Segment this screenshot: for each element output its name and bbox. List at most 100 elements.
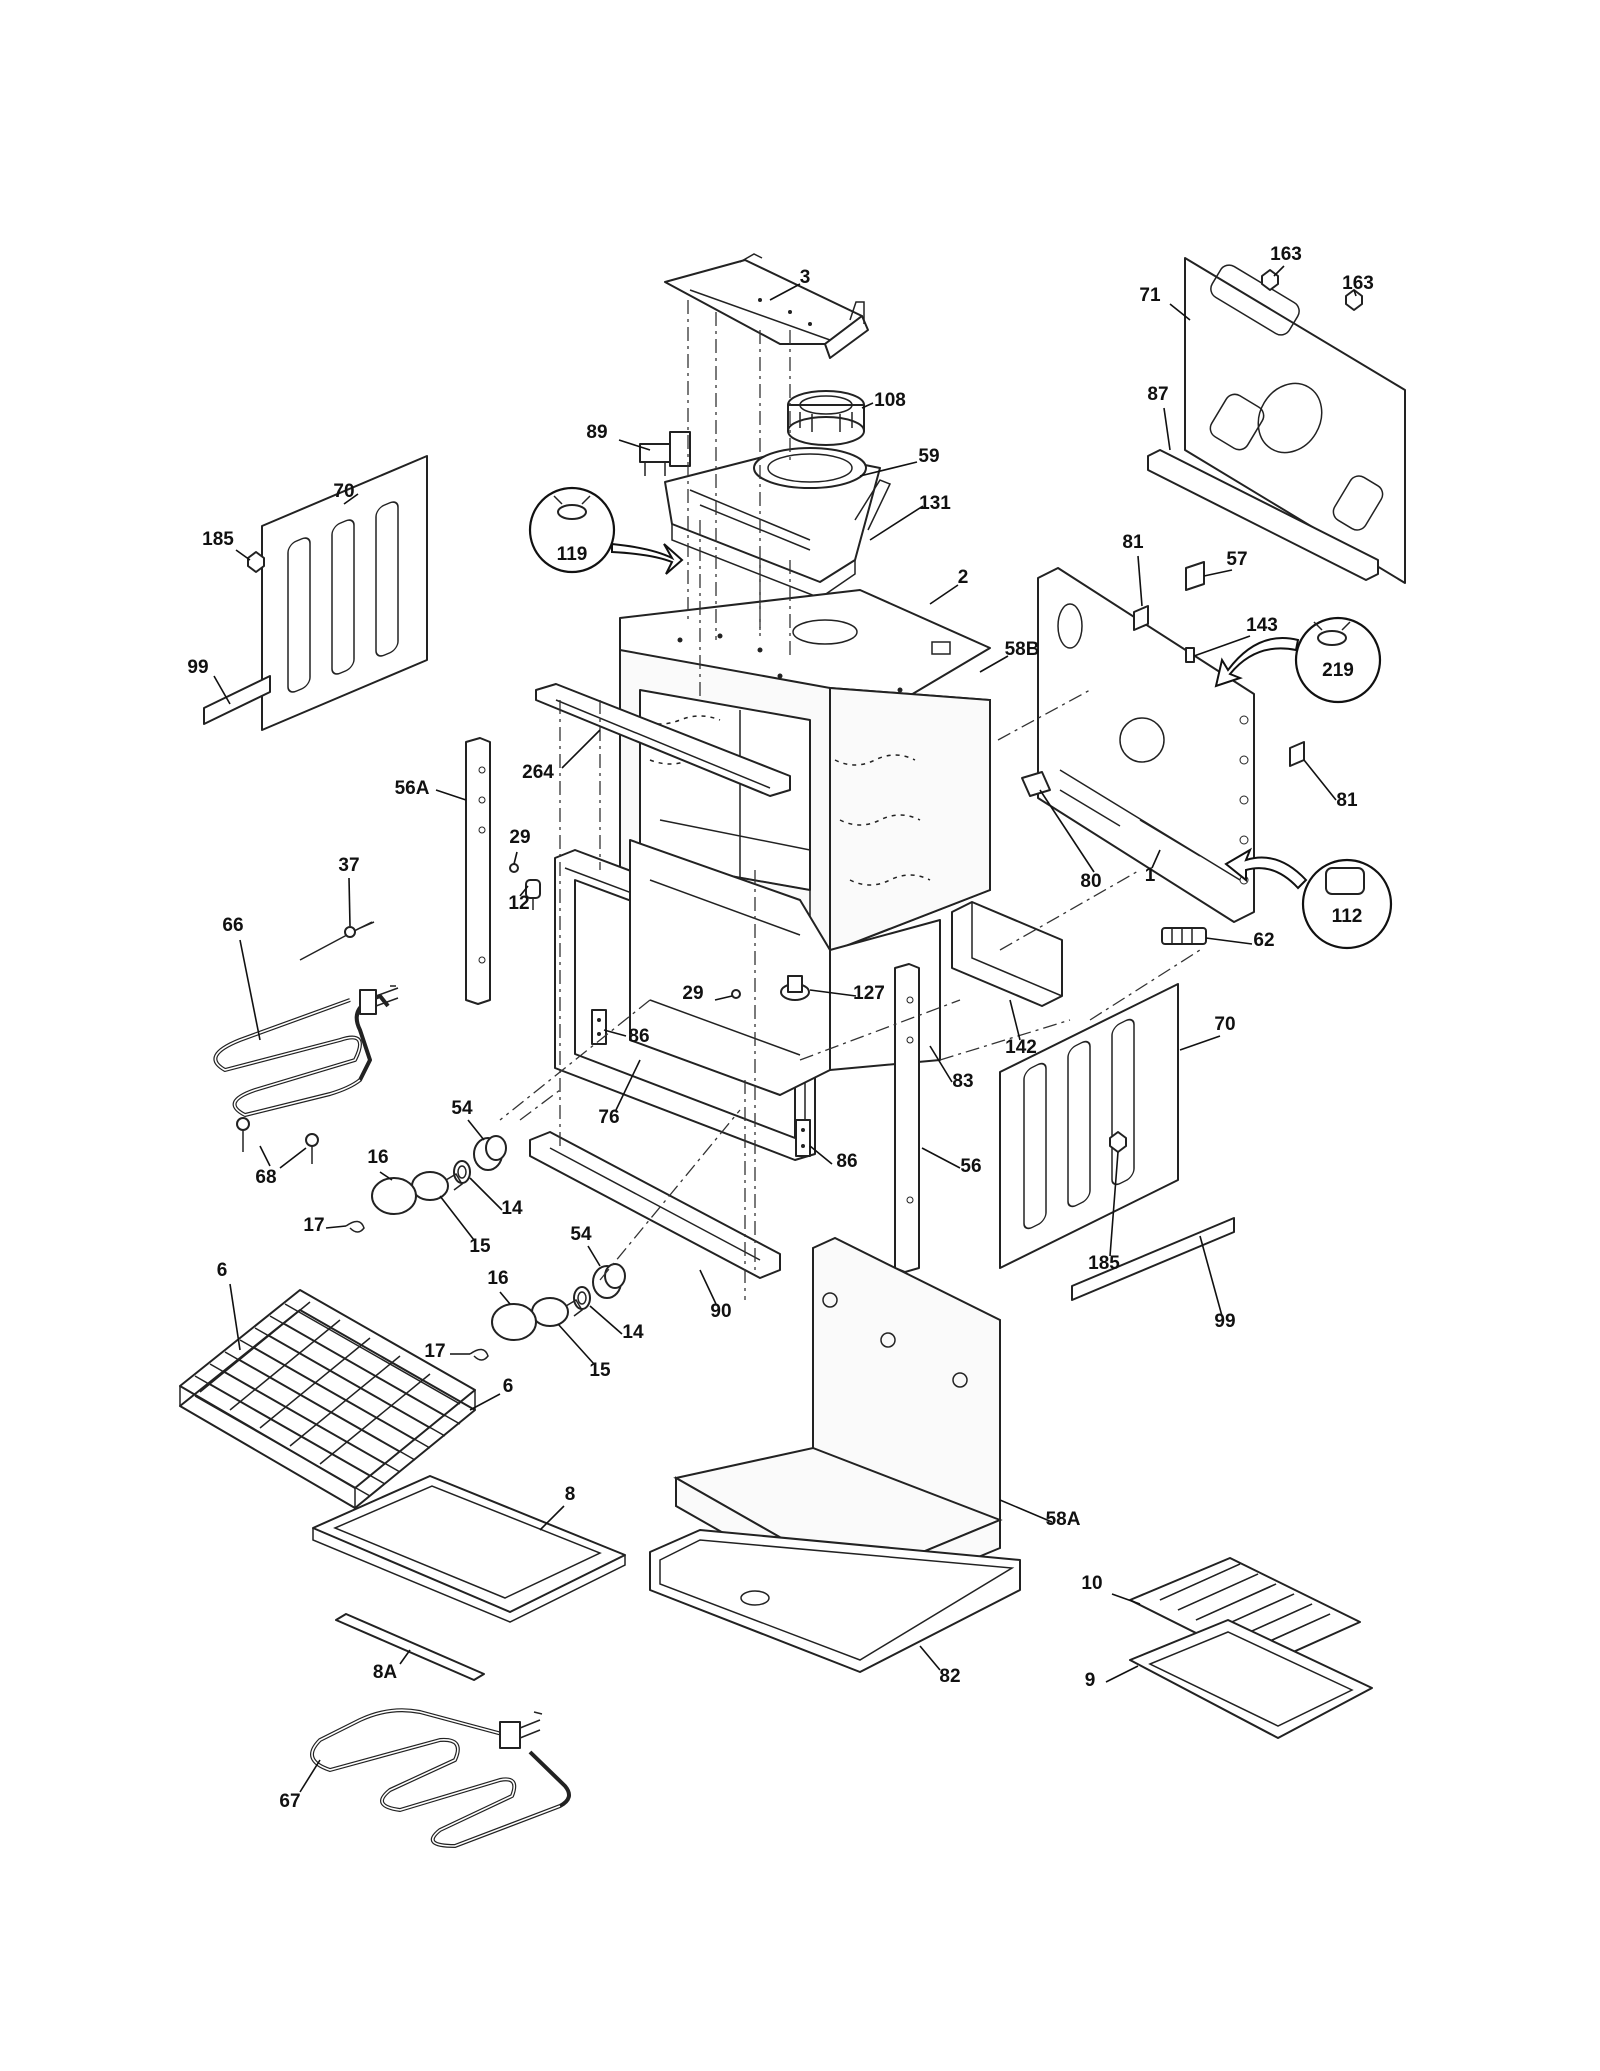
part-label-17: 17 bbox=[424, 1341, 445, 1362]
part-label-89: 89 bbox=[586, 422, 607, 443]
part-label-81: 81 bbox=[1122, 532, 1144, 553]
part-17-clip bbox=[469, 1348, 489, 1361]
part-label-59: 59 bbox=[918, 446, 939, 467]
leader-lines bbox=[213, 265, 1357, 1793]
part-label-14: 14 bbox=[622, 1322, 644, 1343]
part-6-oven-racks bbox=[179, 1289, 476, 1509]
part-56A-left-rail bbox=[465, 737, 491, 1005]
part-label-29: 29 bbox=[509, 827, 530, 848]
part-label-70: 70 bbox=[333, 481, 354, 502]
part-57-bracket bbox=[1185, 561, 1205, 591]
part-label-264: 264 bbox=[522, 762, 554, 783]
part-label-108: 108 bbox=[874, 390, 906, 411]
part-142-trim bbox=[951, 901, 1063, 1007]
part-8-drawer-front bbox=[312, 1475, 626, 1623]
part-81-bracket-top bbox=[1133, 605, 1149, 631]
part-label-99: 99 bbox=[187, 657, 208, 678]
part-label-66: 66 bbox=[222, 915, 243, 936]
part-label-58B: 58B bbox=[1005, 639, 1040, 660]
part-label-76: 76 bbox=[598, 1107, 619, 1128]
part-label-219: 219 bbox=[1322, 660, 1354, 681]
part-1-back-panel bbox=[1037, 567, 1255, 923]
part-10-broil-grid bbox=[1129, 1557, 1361, 1667]
part-label-15: 15 bbox=[589, 1360, 611, 1381]
part-29-screw-top bbox=[509, 863, 519, 873]
part-label-16: 16 bbox=[487, 1268, 508, 1289]
callout-219-thermal-switch bbox=[1214, 616, 1382, 704]
part-label-86: 86 bbox=[628, 1026, 649, 1047]
part-9-broil-pan bbox=[1129, 1619, 1373, 1739]
part-label-119: 119 bbox=[557, 544, 588, 565]
part-163-nut-left bbox=[1261, 269, 1279, 291]
part-label-56A: 56A bbox=[395, 778, 430, 799]
callout-119-thermal-switch bbox=[528, 486, 684, 575]
part-14-gasket bbox=[573, 1286, 591, 1310]
part-108-fan bbox=[787, 390, 865, 446]
part-29-screw-bottom bbox=[731, 989, 741, 999]
part-label-58A: 58A bbox=[1046, 1509, 1081, 1530]
part-label-143: 143 bbox=[1246, 615, 1278, 636]
part-label-14: 14 bbox=[501, 1198, 523, 1219]
part-99-rail-right bbox=[1071, 1217, 1235, 1301]
part-label-37: 37 bbox=[338, 855, 359, 876]
part-label-8: 8 bbox=[565, 1484, 576, 1505]
part-label-86: 86 bbox=[836, 1151, 857, 1172]
part-70-side-panel-right bbox=[999, 983, 1179, 1269]
part-81-bracket-right bbox=[1289, 741, 1305, 767]
part-127-light-socket bbox=[780, 975, 810, 1001]
part-label-99: 99 bbox=[1214, 1311, 1235, 1332]
part-label-67: 67 bbox=[279, 1791, 300, 1812]
part-82-bottom-pan bbox=[649, 1529, 1021, 1673]
part-185-nut-right bbox=[1109, 1131, 1127, 1153]
callout-112-connector bbox=[1224, 847, 1393, 950]
part-label-2: 2 bbox=[958, 567, 969, 588]
part-label-83: 83 bbox=[952, 1071, 973, 1092]
part-label-185: 185 bbox=[1088, 1253, 1120, 1274]
part-label-81: 81 bbox=[1336, 790, 1358, 811]
part-label-17: 17 bbox=[303, 1215, 324, 1236]
part-54-lamp-socket bbox=[592, 1263, 626, 1299]
part-label-70: 70 bbox=[1214, 1014, 1235, 1035]
part-68-screws bbox=[236, 1117, 319, 1164]
part-86-hinge-right bbox=[795, 1119, 811, 1157]
part-label-80: 80 bbox=[1080, 871, 1101, 892]
part-label-54: 54 bbox=[570, 1224, 592, 1245]
part-86-hinge-left bbox=[591, 1009, 607, 1045]
part-99-rail-left bbox=[203, 675, 271, 725]
part-185-nut-left bbox=[247, 551, 265, 573]
part-label-1: 1 bbox=[1145, 865, 1156, 886]
part-label-54: 54 bbox=[451, 1098, 473, 1119]
part-label-71: 71 bbox=[1139, 285, 1161, 306]
part-67-bake-element bbox=[310, 1708, 571, 1848]
part-70-side-panel-left bbox=[261, 455, 428, 731]
part-66-broil-element bbox=[213, 985, 399, 1117]
light-assembly-upper bbox=[345, 1135, 507, 1233]
part-59-blower-housing bbox=[664, 447, 892, 599]
part-label-8A: 8A bbox=[373, 1662, 398, 1683]
part-label-10: 10 bbox=[1081, 1573, 1102, 1594]
part-label-56: 56 bbox=[960, 1156, 981, 1177]
part-16-lens-cover bbox=[491, 1303, 537, 1341]
part-label-142: 142 bbox=[1005, 1037, 1037, 1058]
part-label-16: 16 bbox=[367, 1147, 388, 1168]
part-90-bottom-trim bbox=[529, 1131, 781, 1279]
part-14-gasket bbox=[453, 1160, 471, 1184]
part-label-68: 68 bbox=[255, 1167, 276, 1188]
part-label-62: 62 bbox=[1253, 930, 1274, 951]
part-label-15: 15 bbox=[469, 1236, 491, 1257]
part-16-lens-cover bbox=[371, 1177, 417, 1215]
part-3-vent-cover bbox=[664, 253, 869, 359]
part-54-lamp-socket bbox=[473, 1135, 507, 1171]
part-label-57: 57 bbox=[1226, 549, 1247, 570]
part-37-temperature-probe bbox=[299, 921, 375, 961]
part-label-127: 127 bbox=[853, 983, 885, 1004]
part-8A-strip bbox=[335, 1613, 485, 1681]
part-label-6: 6 bbox=[217, 1260, 228, 1281]
part-label-87: 87 bbox=[1147, 384, 1168, 405]
part-label-3: 3 bbox=[800, 267, 811, 288]
part-label-90: 90 bbox=[710, 1301, 731, 1322]
part-label-112: 112 bbox=[1332, 906, 1363, 927]
part-label-163: 163 bbox=[1270, 244, 1302, 265]
part-143-clip bbox=[1185, 647, 1195, 663]
